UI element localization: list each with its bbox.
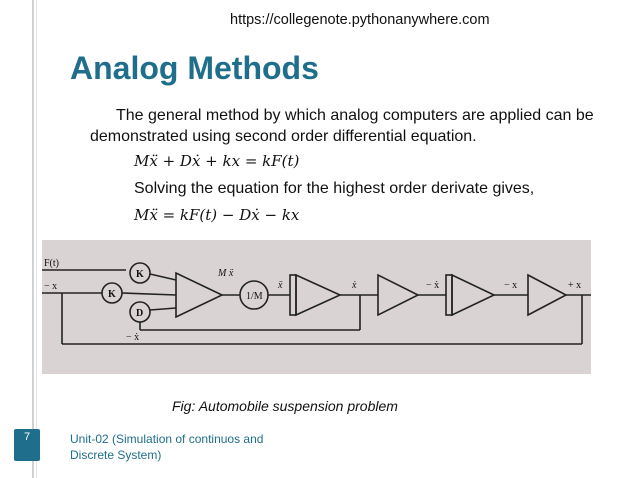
block-diagram-photo: F(t) − x K K D M ẍ 1/M ẍ ẋ − ẋ − x + x −… xyxy=(42,240,591,374)
label-inv-m: 1/M xyxy=(246,291,263,302)
label-f: F(t) xyxy=(44,258,59,269)
label-d: D xyxy=(136,308,143,319)
block-diagram: F(t) − x K K D M ẍ 1/M ẍ ẋ − ẋ − x + x −… xyxy=(42,258,591,345)
label-minus-xd-fb: − ẋ xyxy=(126,332,139,343)
slide-border-line xyxy=(32,0,34,478)
label-k1: K xyxy=(136,269,144,280)
label-minus-xd-top: − ẋ xyxy=(426,280,439,291)
slide-border-line-inner xyxy=(36,0,37,478)
label-xd: ẋ xyxy=(351,280,357,291)
bullet-text: The general method by which analog compu… xyxy=(90,107,594,145)
slide-title: Analog Methods xyxy=(70,50,319,86)
label-plus-x: + x xyxy=(568,280,581,291)
page-number-badge xyxy=(14,429,40,461)
figure-caption: Fig: Automobile suspension problem xyxy=(172,398,398,414)
label-k2: K xyxy=(108,289,116,300)
label-mx: M ẍ xyxy=(217,268,234,279)
header-url: https://collegenote.pythonanywhere.com xyxy=(230,12,490,28)
equation-solved: Mẍ = kF(t) − Dẋ − kx xyxy=(134,206,300,224)
page-number: 7 xyxy=(23,431,31,443)
equation-motion: Mẍ + Dẋ + kx = kF(t) xyxy=(134,152,300,170)
label-minus-x-left: − x xyxy=(44,281,57,292)
solving-text: Solving the equation for the highest ord… xyxy=(134,180,535,197)
label-minus-x-right: − x xyxy=(504,280,517,291)
footer-unit-text: Unit-02 (Simulation of continuos and Dis… xyxy=(70,432,264,462)
label-xdd: ẍ xyxy=(277,280,283,291)
